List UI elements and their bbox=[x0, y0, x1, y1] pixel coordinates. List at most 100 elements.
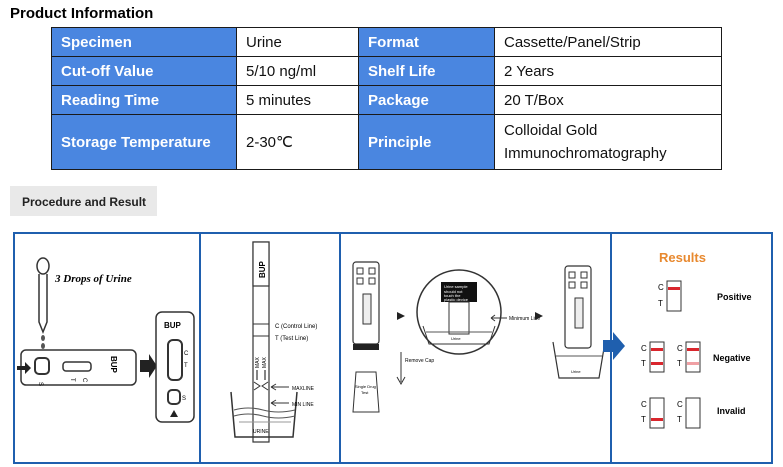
sample-warning-2: should not bbox=[444, 289, 463, 294]
invalid2-window bbox=[685, 397, 701, 429]
reading-time-value: 5 minutes bbox=[236, 85, 359, 115]
cassette-t-label: T bbox=[69, 378, 75, 382]
control-line-label: C (Control Line) bbox=[275, 324, 317, 330]
table-row: Cut-off Value 5/10 ng/ml Shelf Life 2 Ye… bbox=[51, 56, 722, 86]
step3-panel: Remove Cap Single Drug Test Urine sample… bbox=[352, 261, 606, 413]
negative1-c-label: C bbox=[641, 344, 647, 353]
arrow-right-icon bbox=[603, 332, 625, 360]
cassette-horizontal: S C T BUP bbox=[20, 349, 137, 386]
max-label: MAX bbox=[255, 357, 261, 369]
shelf-life-label: Shelf Life bbox=[358, 56, 495, 86]
negative1-window bbox=[649, 341, 665, 373]
strip-bup-label: BUP bbox=[258, 260, 267, 278]
table-row: Reading Time 5 minutes Package 20 T/Box bbox=[51, 85, 722, 115]
cutoff-value: 5/10 ng/ml bbox=[236, 56, 359, 86]
cassette-vertical-c: C bbox=[184, 351, 189, 357]
format-value: Cassette/Panel/Strip bbox=[494, 27, 722, 57]
invalid2-c-label: C bbox=[677, 400, 683, 409]
dip-card bbox=[352, 261, 380, 350]
sample-warning-1: Urine sample bbox=[444, 284, 468, 289]
arrow-right-icon bbox=[17, 362, 31, 374]
urine-label: URINE bbox=[253, 429, 269, 435]
step1-panel: 3 Drops of Urine S C T BUP BUP C T S bbox=[17, 257, 195, 423]
cup-urine-label: Urine bbox=[571, 369, 581, 374]
arrow-left-icon bbox=[490, 314, 507, 322]
results-title: Results bbox=[659, 250, 706, 265]
cassette-bup-label: BUP bbox=[109, 356, 118, 374]
maxline-label: MAXLINE bbox=[292, 386, 315, 392]
negative-label: Negative bbox=[713, 353, 751, 363]
arrow-left-icon bbox=[270, 383, 289, 391]
product-info-table: Specimen Urine Format Cassette/Panel/Str… bbox=[51, 27, 722, 170]
results-panel: Results C T Positive C T C T Negative C … bbox=[641, 250, 752, 429]
specimen-label: Specimen bbox=[51, 27, 237, 57]
max-label: MAX bbox=[262, 357, 268, 369]
arrow-down-icon bbox=[396, 352, 406, 386]
minline-label: MIN LINE bbox=[292, 402, 314, 408]
magnified-urine-label: Urine bbox=[451, 336, 461, 341]
product-information-title: Product Information bbox=[10, 5, 154, 22]
cassette-vertical-t: T bbox=[184, 363, 188, 369]
positive-label: Positive bbox=[717, 292, 752, 302]
negative2-t-label: T bbox=[677, 359, 682, 368]
pipette-icon bbox=[36, 257, 50, 349]
negative2-c-label: C bbox=[677, 344, 683, 353]
table-row: Storage Temperature 2-30℃ Principle Coll… bbox=[51, 114, 722, 170]
positive-t-label: T bbox=[658, 299, 663, 308]
invalid2-t-label: T bbox=[677, 415, 682, 424]
cassette-vertical-s: S bbox=[182, 396, 186, 402]
invalid-label: Invalid bbox=[717, 406, 746, 416]
package-label: Package bbox=[358, 85, 495, 115]
cassette-s-label: S bbox=[37, 382, 43, 386]
cap: Single Drug Test bbox=[352, 371, 380, 413]
remove-cap-label: Remove Cap bbox=[405, 358, 434, 364]
positive-window bbox=[666, 280, 682, 312]
principle-label: Principle bbox=[358, 114, 495, 170]
positive-c-line bbox=[668, 287, 680, 290]
test-line-label: T (Test Line) bbox=[275, 336, 308, 342]
invalid1-t-label: T bbox=[641, 415, 646, 424]
minimum-line-label: Minimum Line bbox=[509, 316, 540, 322]
shelf-life-value: 2 Years bbox=[494, 56, 722, 86]
sample-warning-4: plastic device bbox=[444, 297, 469, 302]
principle-value-line2: Immunochromatography bbox=[504, 145, 667, 162]
negative1-t-label: T bbox=[641, 359, 646, 368]
negative1-t-line bbox=[651, 362, 663, 365]
positive-c-label: C bbox=[658, 283, 664, 292]
arrow-up-icon bbox=[170, 410, 178, 417]
single-drug-label2: Test bbox=[361, 390, 369, 395]
single-drug-label: Single Drug bbox=[355, 384, 376, 389]
negative1-c-line bbox=[651, 348, 663, 351]
table-row: Specimen Urine Format Cassette/Panel/Str… bbox=[51, 27, 722, 57]
negative2-t-line bbox=[687, 362, 699, 365]
invalid1-t-line bbox=[651, 418, 663, 421]
principle-value-line1: Colloidal Gold bbox=[504, 122, 598, 139]
procedure-diagram: 3 Drops of Urine S C T BUP BUP C T S BU bbox=[13, 232, 773, 464]
cassette-c-label: C bbox=[81, 378, 87, 383]
arrow-right-icon bbox=[140, 354, 157, 378]
step2-panel: BUP C (Control Line) T (Test Line) MAX M… bbox=[230, 241, 317, 443]
package-value: 20 T/Box bbox=[494, 85, 722, 115]
negative2-window bbox=[685, 341, 701, 373]
arrow-right-icon bbox=[535, 312, 543, 320]
invalid1-window bbox=[649, 397, 665, 429]
cassette-vertical-bup-label: BUP bbox=[164, 321, 182, 330]
drops-text: 3 Drops of Urine bbox=[54, 273, 132, 285]
beaker bbox=[230, 391, 298, 438]
principle-value: Colloidal Gold Immunochromatography bbox=[494, 114, 722, 170]
negative2-c-line bbox=[687, 348, 699, 351]
procedure-and-result-tab[interactable]: Procedure and Result bbox=[10, 186, 157, 216]
invalid1-c-label: C bbox=[641, 400, 647, 409]
format-label: Format bbox=[358, 27, 495, 57]
storage-temperature-value: 2-30℃ bbox=[236, 114, 359, 170]
storage-temperature-label: Storage Temperature bbox=[51, 114, 237, 170]
arrow-left-icon bbox=[270, 399, 289, 407]
cassette-vertical: BUP C T S bbox=[155, 311, 195, 423]
cutoff-label: Cut-off Value bbox=[51, 56, 237, 86]
sample-warning-3: touch the bbox=[444, 293, 461, 298]
arrow-right-icon bbox=[397, 312, 405, 320]
reading-time-label: Reading Time bbox=[51, 85, 237, 115]
specimen-value: Urine bbox=[236, 27, 359, 57]
card-in-cup: Urine bbox=[552, 265, 606, 379]
magnified-view: Urine sample should not touch the plasti… bbox=[416, 269, 502, 355]
